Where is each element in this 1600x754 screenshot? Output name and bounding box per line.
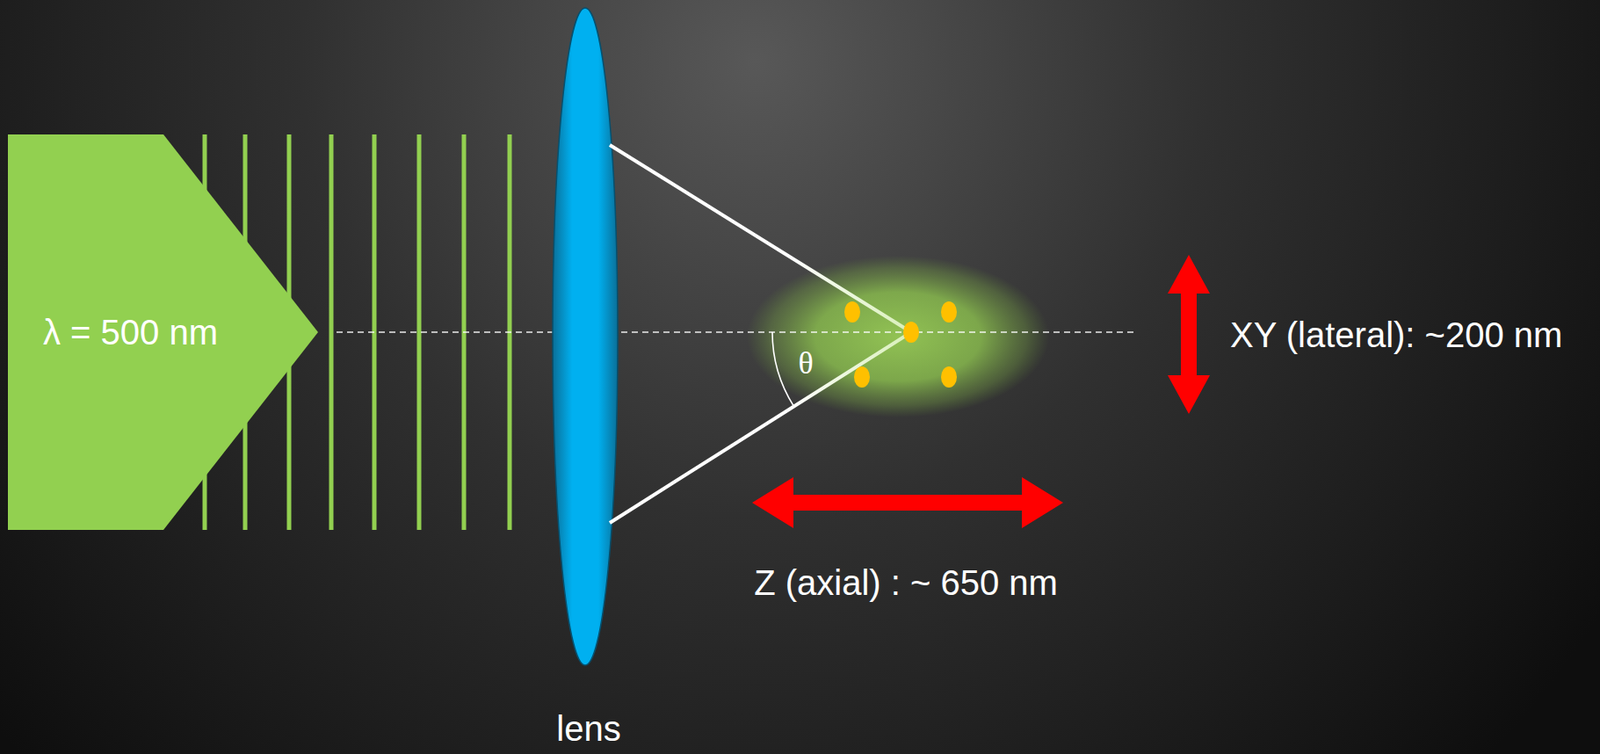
- axial-dimension: Z (axial) : ~ 650 nm: [753, 563, 1058, 602]
- lens-label: lens: [556, 709, 621, 748]
- lateral-dimension: XY (lateral): ~200 nm: [1230, 315, 1563, 355]
- focal-glow: [746, 255, 1050, 418]
- arrow-fill: [7, 134, 319, 530]
- ray-line: [609, 144, 912, 333]
- ray-line: [609, 332, 912, 523]
- fluorophores: [844, 301, 957, 388]
- lateral-dimension-box: XY (lateral): ~200 nm: [1230, 314, 1563, 355]
- lens-label-box: lens: [556, 708, 621, 749]
- lateral-arrow: [1167, 254, 1210, 414]
- angle-symbol-box: θ: [797, 345, 813, 382]
- lens-shape: [552, 7, 618, 666]
- angle-symbol: θ: [797, 345, 813, 381]
- wavelength-text: λ = 500 nm: [43, 311, 218, 353]
- angle-arc: [772, 332, 795, 406]
- optical-axis: [336, 331, 1134, 334]
- wave-arrow-node: λ = 500 nm: [7, 134, 319, 530]
- axial-dimension-box: Z (axial) : ~ 650 nm: [753, 562, 1058, 603]
- axial-arrow: [752, 477, 1064, 529]
